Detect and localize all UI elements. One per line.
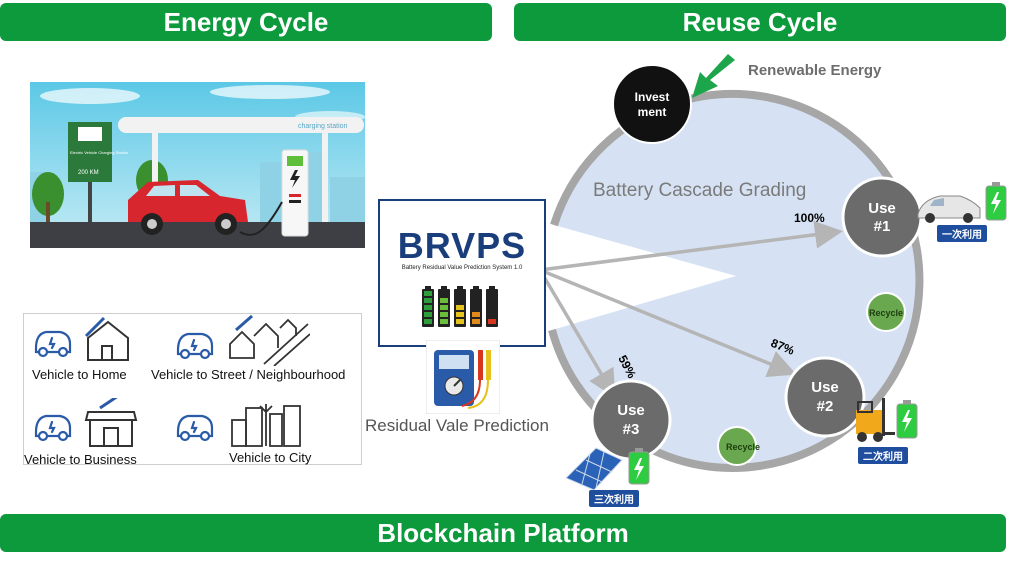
reuse-cycle-banner: Reuse Cycle	[514, 3, 1006, 41]
use2-number: #2	[817, 398, 834, 415]
residual-prediction-caption: Residual Vale Prediction	[365, 416, 549, 435]
renewable-arrow	[692, 54, 735, 98]
battery-level-segment	[456, 319, 464, 324]
v2city-icon	[176, 404, 301, 447]
battery-level-segment	[440, 312, 448, 317]
use1-node	[841, 176, 923, 258]
solar-panel-icon	[565, 447, 623, 491]
v2x-label: Vehicle to Business	[24, 452, 137, 467]
battery-level-segment	[424, 319, 432, 324]
use3-node	[590, 379, 672, 461]
brvps-box: BRVPS Battery Residual Value Prediction …	[378, 199, 546, 347]
battery-levels-icon	[422, 286, 498, 327]
energy-cycle-banner: Energy Cycle	[0, 3, 492, 41]
recycle-node	[866, 292, 906, 332]
use1-percent: 100%	[794, 211, 825, 225]
recycle-label: Recycle	[726, 442, 760, 452]
battery-level-segment	[440, 305, 448, 310]
battery-level-segment	[472, 319, 480, 324]
battery-level-segment	[424, 291, 432, 296]
v2h-icon	[34, 316, 129, 361]
station-brand: charging station	[298, 123, 348, 130]
use3-number: #3	[623, 421, 640, 438]
use1-label: Use	[868, 200, 896, 217]
battery-level-segment	[472, 312, 480, 317]
cascade-grading-label: Battery Cascade Grading	[593, 180, 806, 201]
battery-icon	[628, 448, 650, 485]
usage-badge: 三次利用	[589, 490, 639, 507]
multimeter-icon	[426, 340, 500, 414]
use2-label: Use	[811, 379, 839, 396]
battery-cap	[489, 286, 495, 289]
investment-label-2: ment	[638, 105, 667, 119]
battery-cap	[473, 286, 479, 289]
sign-text: Electric Vehicle Charging Station	[70, 150, 128, 155]
distance-text: 200 KM	[78, 170, 99, 176]
battery-cap	[425, 286, 431, 289]
investment-node	[612, 64, 692, 144]
forklift-icon	[856, 398, 895, 442]
car-icon	[917, 195, 981, 223]
battery-level-segment	[440, 298, 448, 303]
v2b-icon	[34, 398, 138, 447]
recycle-node	[717, 426, 757, 466]
battery-level-segment	[424, 305, 432, 310]
battery-cap	[457, 286, 463, 289]
v2x-label: Vehicle to Street / Neighbourhood	[151, 367, 346, 382]
investment-label-1: Invest	[635, 90, 670, 104]
brvps-subtitle: Battery Residual Value Prediction System…	[401, 265, 523, 271]
blockchain-platform-banner: Blockchain Platform	[0, 514, 1006, 552]
battery-level-segment	[424, 298, 432, 303]
brvps-title: BRVPS	[397, 225, 527, 266]
battery-level-segment	[488, 319, 496, 324]
battery-icon	[985, 182, 1007, 221]
battery-level-segment	[456, 312, 464, 317]
battery-level-segment	[440, 319, 448, 324]
v2x-label: Vehicle to Home	[32, 367, 127, 382]
usage-badge: 一次利用	[937, 225, 987, 242]
charging-station-illustration: charging station Electric Vehicle Chargi…	[30, 82, 365, 248]
battery-cell	[486, 289, 498, 327]
v2x-label: Vehicle to City	[229, 450, 312, 465]
use1-number: #1	[874, 218, 891, 235]
renewable-energy-label: Renewable Energy	[748, 62, 882, 79]
battery-level-segment	[424, 312, 432, 317]
use3-label: Use	[617, 402, 645, 419]
recycle-label: Recycle	[869, 308, 903, 318]
use2-node	[784, 356, 866, 438]
usage-badge: 二次利用	[858, 447, 908, 464]
battery-cell	[470, 289, 482, 327]
battery-level-segment	[456, 305, 464, 310]
battery-icon	[896, 400, 918, 439]
battery-cap	[441, 286, 447, 289]
v2street-icon	[176, 314, 310, 366]
